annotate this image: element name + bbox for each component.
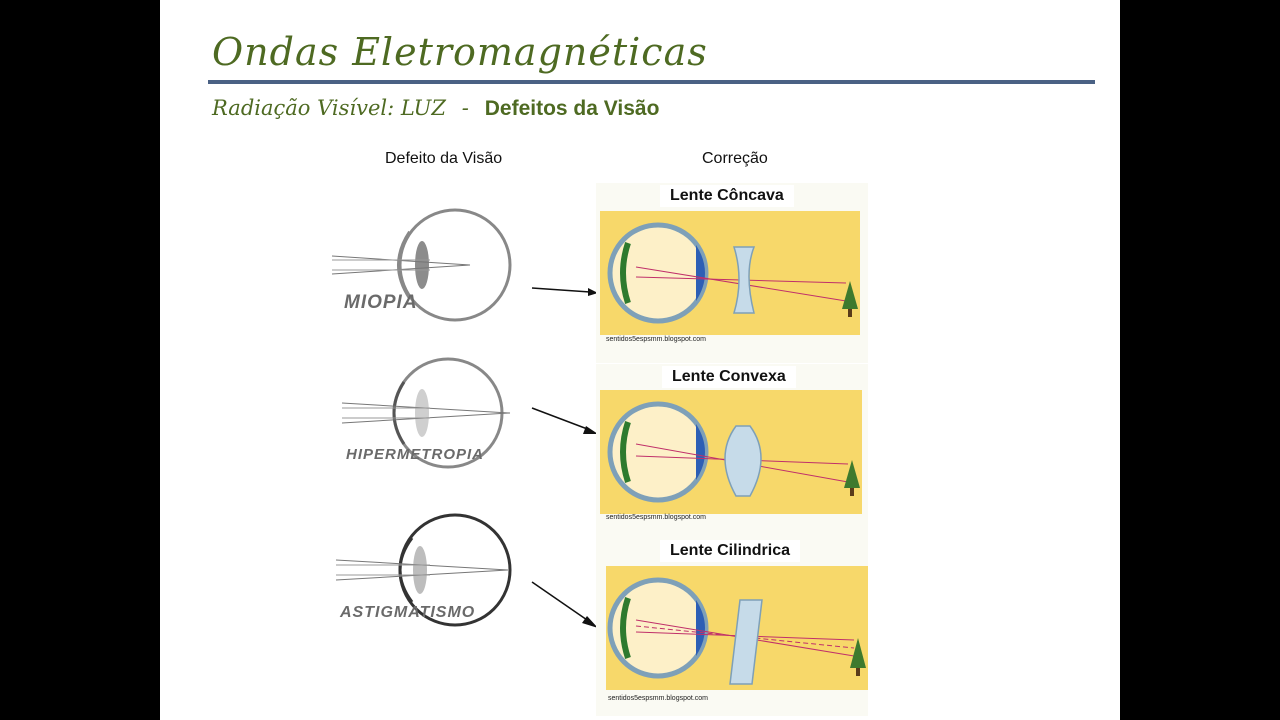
concave-lens-illustration <box>600 211 860 335</box>
hyperopia-eye-diagram <box>341 357 511 469</box>
image-credit-cylindrical: sentidos5espsmm.blogspot.com <box>608 695 708 702</box>
lens-label-concave: Lente Côncava <box>660 185 794 207</box>
lens-label-convex: Lente Convexa <box>662 366 796 388</box>
subtitle-separator: - <box>461 96 469 120</box>
correction-panel-cylindrical: Lente Cilindrica sentidos5espsmm.blogspo… <box>596 536 868 716</box>
cylindrical-lens-illustration <box>606 566 868 690</box>
arrow-myopia <box>531 287 598 296</box>
image-credit-convex: sentidos5espsmm.blogspot.com <box>606 514 706 521</box>
subtitle-section: Defeitos da Visão <box>484 97 660 120</box>
slide-subtitle: Radiação Visível: LUZ - Defeitos da Visã… <box>212 96 659 121</box>
column-header-defect: Defeito da Visão <box>385 150 503 167</box>
lens-label-cylindrical: Lente Cilindrica <box>660 540 801 562</box>
correction-panel-convex: Lente Convexa sentidos5espsmm.blogspot.c… <box>596 364 868 544</box>
myopia-eye-diagram <box>331 208 512 322</box>
arrow-hyperopia <box>531 407 598 434</box>
slide-title: Ondas Eletromagnéticas <box>212 30 708 74</box>
convex-lens-illustration <box>600 390 862 514</box>
subtitle-topic: Radiação Visível: LUZ <box>212 96 446 120</box>
arrow-astigmatism <box>531 581 598 628</box>
defect-label-astigmatism: ASTIGMATISMO <box>340 604 476 621</box>
astigmatism-eye-diagram <box>335 513 512 627</box>
slide: Ondas Eletromagnéticas Radiação Visível:… <box>160 0 1120 720</box>
title-underline <box>208 80 1095 84</box>
correction-panel-concave: Lente Côncava sentidos5espsmm.blogspot.c… <box>596 183 868 363</box>
defect-label-hyperopia: HIPERMETROPIA <box>346 446 485 463</box>
column-header-correction: Correção <box>702 150 768 167</box>
defect-label-myopia: MIOPIA <box>344 292 418 313</box>
image-credit-concave: sentidos5espsmm.blogspot.com <box>606 336 706 343</box>
